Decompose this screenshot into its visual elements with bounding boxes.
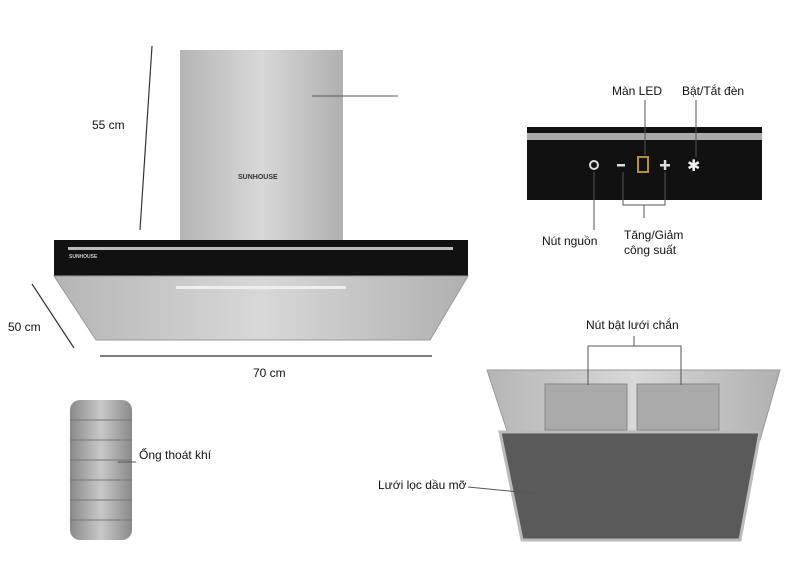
depth-label: 50 cm bbox=[8, 320, 41, 334]
panel-leaders bbox=[593, 100, 697, 230]
exhaust-duct bbox=[70, 400, 132, 540]
width-label: 70 cm bbox=[253, 366, 286, 380]
filter-leaders bbox=[467, 336, 682, 495]
minus-icon bbox=[617, 164, 625, 167]
brand-logo-hood: SUNHOUSE bbox=[69, 254, 98, 260]
led-display bbox=[637, 156, 649, 173]
power-icon bbox=[589, 160, 599, 170]
grease-filter-label: Lưới lọc dầu mỡ bbox=[378, 478, 467, 492]
light-icon: ✱ bbox=[687, 158, 700, 175]
filter-grid-right bbox=[636, 383, 720, 431]
power-button-label: Nút nguồn bbox=[542, 234, 598, 248]
plus-icon bbox=[660, 160, 670, 170]
brand-logo: SUNHOUSE bbox=[238, 174, 278, 181]
filter-release-label: Nút bật lưới chắn bbox=[586, 318, 679, 332]
duct-label: Ống thoát khí bbox=[139, 448, 212, 462]
glass-panel bbox=[54, 240, 468, 276]
filter-grid-left bbox=[544, 383, 628, 431]
height-label: 55 cm bbox=[92, 118, 125, 132]
dimension-arrows bbox=[31, 45, 432, 357]
led-label: Màn LED bbox=[612, 84, 663, 98]
speed-label-line2: công suất bbox=[624, 243, 677, 257]
chimney bbox=[180, 50, 343, 242]
hood-underside bbox=[486, 369, 781, 441]
hood-light bbox=[176, 286, 346, 289]
light-strip bbox=[68, 247, 453, 250]
grease-filter bbox=[498, 430, 762, 542]
duct-ribs bbox=[70, 419, 132, 521]
light-toggle-label: Bật/Tắt đèn bbox=[682, 84, 745, 98]
hood-body bbox=[53, 275, 469, 341]
speed-label-line1: Tăng/Giảm bbox=[624, 228, 684, 242]
